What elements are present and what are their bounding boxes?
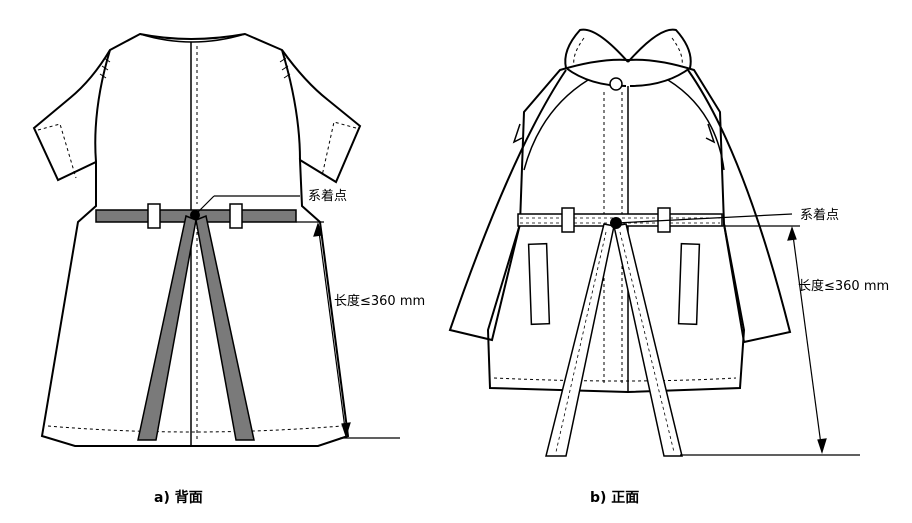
front-belt-loop-left xyxy=(561,207,575,233)
front-attach-label: 系着点 xyxy=(800,207,839,223)
front-right-cape-sleeve xyxy=(687,69,792,344)
front-strap-right xyxy=(613,223,683,457)
front-collar-left xyxy=(564,28,629,87)
front-pocket-left xyxy=(527,242,551,326)
figure-back-view xyxy=(32,32,362,447)
back-caption: a) 背面 xyxy=(154,489,203,506)
back-garment-outline xyxy=(32,32,362,447)
back-straps xyxy=(137,214,255,441)
front-dim-line xyxy=(791,227,823,453)
front-collar-right xyxy=(627,28,692,87)
front-right-raglan-seam xyxy=(667,79,725,171)
back-length-label: 长度≤360 mm xyxy=(334,293,425,309)
back-strap-right xyxy=(195,214,255,441)
front-left-cape-sleeve xyxy=(448,69,567,342)
back-dim-line xyxy=(317,223,347,437)
front-annotations xyxy=(615,213,860,456)
front-caption: b) 正面 xyxy=(590,490,639,506)
back-belt-loop-left xyxy=(147,203,161,229)
front-collar-button xyxy=(609,77,623,91)
back-right-sleeve-seam xyxy=(281,49,301,161)
back-attach-label: 系着点 xyxy=(308,188,347,204)
back-annotations xyxy=(194,195,400,439)
back-attach-leader xyxy=(194,195,215,216)
front-left-raglan-seam xyxy=(523,79,589,171)
back-left-sleeve-seam xyxy=(94,49,111,163)
back-belt-loop-right xyxy=(229,203,243,229)
back-strap-left xyxy=(137,214,197,441)
front-length-label: 长度≤360 mm xyxy=(798,278,889,294)
back-neckline xyxy=(139,33,246,43)
front-straps xyxy=(545,223,683,457)
front-pocket-right xyxy=(677,242,701,326)
figure-front-view xyxy=(448,28,792,394)
front-attach-leader xyxy=(615,213,793,224)
